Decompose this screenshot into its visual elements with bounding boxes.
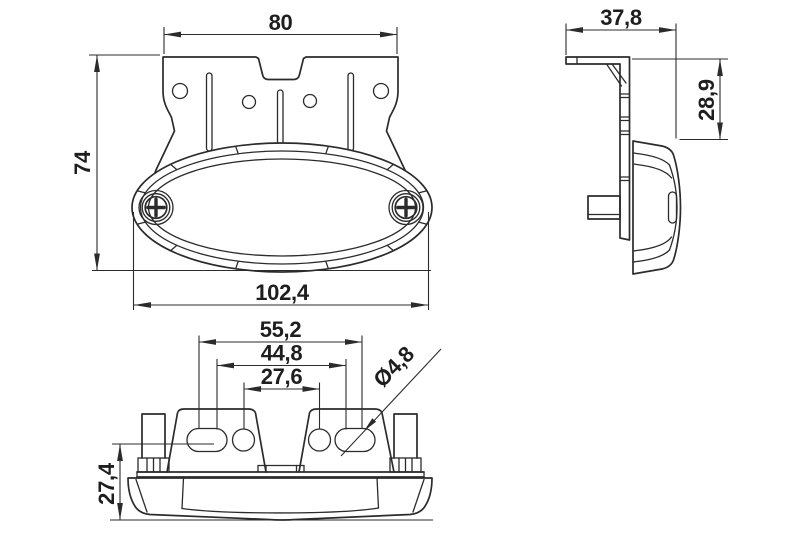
bottom-mounting-band xyxy=(136,471,425,478)
bottom-hole-left xyxy=(231,428,256,452)
dim-label-side-bracket-height: 28,9 xyxy=(694,79,719,121)
dim-label-front-lamp-width: 102,4 xyxy=(255,280,310,305)
front-bracket-slot-left xyxy=(205,72,213,152)
side-plate-bend-marks xyxy=(619,93,631,182)
dim-bottom-hole-spacing: 27,6 xyxy=(243,364,321,429)
front-bracket-hole-outer-left xyxy=(171,82,189,100)
dim-bottom-slot-spacing-outer: 55,2 xyxy=(198,317,363,429)
front-bracket-hole-outer-right xyxy=(372,82,390,100)
dim-side-bracket-height: 28,9 xyxy=(632,58,728,141)
leader-arrowhead xyxy=(364,418,377,431)
bottom-post-left xyxy=(137,413,170,473)
dim-label-bottom-slot-spacing-inner: 44,8 xyxy=(261,341,303,366)
front-view: 80 74 102,4 xyxy=(70,10,433,310)
front-bracket-hole-inner-right xyxy=(302,93,318,109)
dim-label-front-overall-height: 74 xyxy=(70,150,95,175)
bottom-post-right xyxy=(389,413,422,473)
front-bracket-hole-inner-left xyxy=(241,94,257,110)
bottom-slot-right xyxy=(334,427,376,453)
side-view: 37,8 28,9 xyxy=(565,5,728,275)
side-connector-stub xyxy=(587,195,621,220)
dim-front-overall-height: 74 xyxy=(70,54,431,272)
bottom-tab-left xyxy=(166,408,267,473)
bottom-lamp-body xyxy=(127,477,433,521)
dim-label-bottom-hole-diameter: Ø4,8 xyxy=(368,341,419,392)
side-lamp-body xyxy=(632,140,682,275)
side-lamp-contours xyxy=(632,152,678,263)
front-bracket-slot-right xyxy=(347,72,355,152)
bottom-lamp-facets xyxy=(135,477,425,514)
dim-front-bracket-width: 80 xyxy=(163,10,398,54)
lamp-oval-rim xyxy=(139,150,425,265)
bottom-view: 55,2 44,8 27,6 Ø4,8 27,4 xyxy=(94,317,442,521)
bottom-slot-left xyxy=(186,427,228,453)
side-gusset xyxy=(605,63,627,87)
dim-label-side-bracket-depth: 37,8 xyxy=(600,5,642,30)
screw-left xyxy=(138,189,174,226)
dim-side-bracket-depth: 37,8 xyxy=(565,5,677,139)
side-bracket-outline xyxy=(565,56,631,241)
screw-right xyxy=(388,189,424,226)
dim-label-front-bracket-width: 80 xyxy=(269,10,293,35)
dim-label-bottom-hole-spacing: 27,6 xyxy=(261,364,303,389)
phillips-cross-icon xyxy=(146,197,166,218)
phillips-cross-icon xyxy=(396,197,416,218)
bottom-hole-right xyxy=(307,428,332,452)
dim-bottom-overall-depth: 27,4 xyxy=(94,443,433,521)
side-lens-hotspot xyxy=(667,191,678,224)
front-bracket-outline xyxy=(149,56,412,187)
lamp-rim-ticks xyxy=(136,145,428,270)
dim-front-lamp-width: 102,4 xyxy=(132,212,430,310)
bottom-center-bridge xyxy=(257,464,305,473)
dim-label-bottom-overall-depth: 27,4 xyxy=(94,462,119,505)
dim-bottom-hole-diameter: Ø4,8 xyxy=(340,341,442,457)
dim-bottom-slot-spacing-inner: 44,8 xyxy=(216,341,347,430)
dim-label-bottom-slot-spacing-outer: 55,2 xyxy=(260,317,302,342)
